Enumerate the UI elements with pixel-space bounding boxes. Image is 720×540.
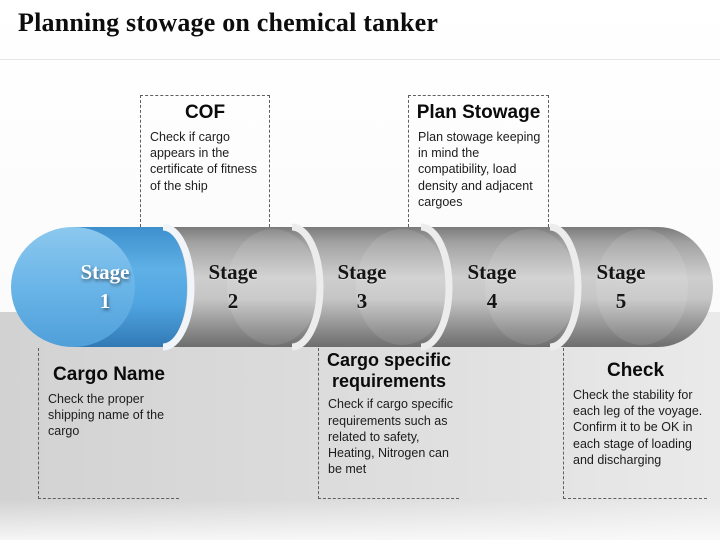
stage-3-word: Stage (337, 260, 387, 284)
stage-3-label: Stage 3 (316, 258, 408, 316)
stage-1-number: 1 (99, 289, 111, 313)
pipeline-left-cap (11, 227, 135, 347)
stage-1-label: Stage 1 (59, 258, 151, 316)
stage-2-label: Stage 2 (187, 258, 279, 316)
page-title: Planning stowage on chemical tanker (18, 8, 439, 37)
segment-highlight (227, 229, 319, 345)
callout-cargo-specific-requirements-body: Check if cargo specific requirements suc… (328, 397, 454, 477)
callout-cof: COF Check if cargo appears in the certif… (140, 95, 270, 227)
stage-divider-3-4 (420, 223, 453, 351)
callout-plan-stowage: Plan Stowage Plan stowage keeping in min… (408, 95, 549, 227)
callout-cargo-name-title: Cargo Name (53, 364, 165, 385)
stage-3-number: 3 (356, 289, 368, 313)
stage-5-number: 5 (615, 289, 627, 313)
callout-plan-stowage-body: Plan stowage keeping in mind the compati… (418, 129, 541, 209)
callout-check: Check Check the stability for each leg o… (563, 348, 707, 499)
stage-5-word: Stage (596, 260, 646, 284)
pipeline-gray-body (73, 227, 713, 347)
title-divider (0, 59, 720, 60)
stage-divider-1-2 (162, 223, 195, 351)
callout-cargo-name: Cargo Name Check the proper shipping nam… (38, 348, 179, 499)
stage-divider-4-5 (549, 223, 582, 351)
segment-highlight (356, 229, 448, 345)
callout-check-title: Check (606, 360, 665, 381)
stage-2-word: Stage (208, 260, 258, 284)
segment-highlight (596, 229, 688, 345)
stage-pipeline (11, 223, 713, 351)
stage-2-number: 2 (227, 289, 239, 313)
callout-cof-title: COF (184, 102, 226, 123)
stage-4-word: Stage (467, 260, 517, 284)
callout-check-body: Check the stability for each leg of the … (573, 387, 703, 467)
callout-cargo-name-body: Check the proper shipping name of the ca… (48, 391, 165, 439)
stage-4-number: 4 (486, 289, 498, 313)
callout-cargo-specific-requirements: Cargo specific requirements Check if car… (318, 348, 459, 499)
callout-plan-stowage-title: Plan Stowage (416, 102, 541, 123)
stage-4-label: Stage 4 (446, 258, 538, 316)
callout-cof-body: Check if cargo appears in the certificat… (150, 129, 257, 193)
segment-highlight (485, 229, 577, 345)
stage-5-label: Stage 5 (575, 258, 667, 316)
stage-1-word: Stage (80, 260, 130, 284)
stage-divider-2-3 (291, 223, 324, 351)
background-band-fade (0, 500, 720, 540)
callout-cargo-specific-requirements-title: Cargo specific requirements (326, 350, 452, 391)
